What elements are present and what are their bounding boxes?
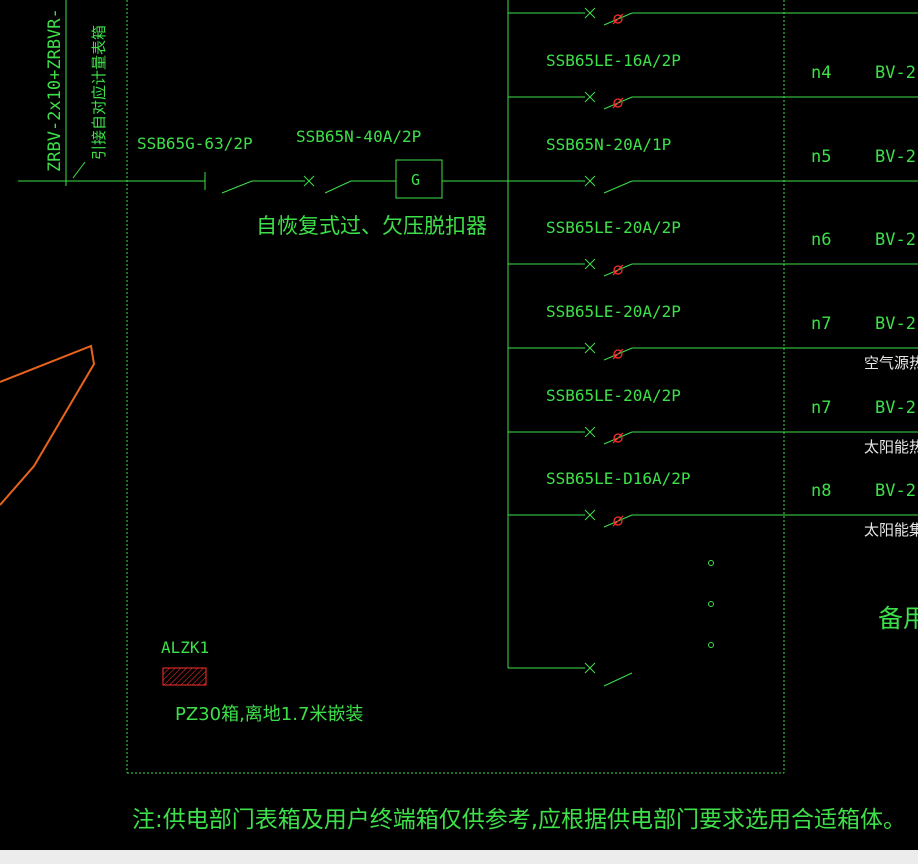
- branch-circuits: [508, 7, 918, 687]
- circuit-cable: BV-2: [875, 314, 916, 334]
- branch-1-rcd-slash: [612, 97, 624, 109]
- incoming-feeder: [18, 0, 205, 186]
- circuit-breaker-label: SSB65LE-16A/2P: [546, 51, 681, 70]
- branch-2: [508, 175, 918, 194]
- window-bottom-bar: [0, 850, 918, 864]
- branch-4-cross-b: [584, 342, 596, 354]
- protector-description: 自恢复式过、欠压脱扣器: [256, 214, 487, 238]
- circuit-number: n6: [811, 230, 832, 250]
- circuit-number: n8: [811, 481, 832, 501]
- circuit-cable: BV-2: [875, 147, 916, 167]
- branch-spare-cross-b: [584, 662, 596, 674]
- circuit-number: n7: [811, 398, 832, 418]
- branch-top: [508, 7, 918, 26]
- circuit-breaker-label: SSB65LE-20A/2P: [546, 302, 681, 321]
- circuit-breaker-label: SSB65N-20A/1P: [546, 135, 672, 154]
- incoming-source-note: 引接自对应计量表箱: [90, 24, 108, 160]
- branch-spare-switch: [603, 672, 633, 687]
- branch-1-cross-b: [584, 91, 596, 103]
- circuit-load-label: 太阳能集: [864, 521, 918, 539]
- circuit-number: n7: [811, 314, 832, 334]
- branch-6-rcd-mark: [613, 516, 623, 526]
- branch-6: [508, 509, 918, 528]
- branch-top-rcd-slash: [612, 13, 624, 25]
- protector-symbol-label: G: [411, 171, 421, 189]
- circuit-load-label: 空气源热: [864, 354, 918, 372]
- circuit-number: n4: [811, 63, 832, 83]
- branch-5-cross-b: [584, 426, 596, 438]
- circuit-cable: BV-2: [875, 63, 916, 83]
- circuit-breaker-label: SSB65LE-20A/2P: [546, 386, 681, 405]
- circuit-breaker-label: SSB65LE-20A/2P: [546, 218, 681, 237]
- branch-4-rcd-mark: [613, 349, 623, 359]
- orange-outline-shape: [0, 344, 96, 506]
- branch-5-rcd-slash: [612, 432, 624, 444]
- circuit-cable: BV-2: [875, 398, 916, 418]
- circuit-load-label: 太阳能热: [864, 438, 918, 456]
- distribution-box-symbol: [162, 667, 207, 686]
- circuit-number: n5: [811, 147, 832, 167]
- box-install-note: PZ30箱,离地1.7米嵌装: [175, 704, 364, 725]
- branch-5: [508, 426, 918, 445]
- branch-1: [508, 91, 918, 110]
- circuit-cable: BV-2: [875, 230, 916, 250]
- box-name: ALZK1: [161, 638, 210, 657]
- enclosure-border: [126, 0, 785, 774]
- circuit-breaker-label: SSB65LE-D16A/2P: [546, 469, 691, 488]
- branch-3-rcd-mark: [613, 265, 623, 275]
- branch-3-rcd-slash: [612, 264, 624, 276]
- spare-label: 备用: [878, 604, 918, 633]
- branch-top-rcd-mark: [613, 14, 623, 24]
- branch-4: [508, 342, 918, 361]
- branch-spare: [508, 662, 633, 687]
- branch-3: [508, 258, 918, 277]
- branch-5-rcd-mark: [613, 433, 623, 443]
- branch-3-cross-b: [584, 258, 596, 270]
- branch-6-cross-b: [584, 509, 596, 521]
- branch-1-rcd-mark: [613, 98, 623, 108]
- protector-breaker-label: SSB65N-40A/2P: [296, 127, 422, 146]
- footnote: 注:供电部门表箱及用户终端箱仅供参考,应根据供电部门要求选用合适箱体。: [132, 807, 907, 833]
- branch-2-cross-b: [584, 175, 596, 187]
- circuit-cable: BV-2: [875, 481, 916, 501]
- branch-top-cross-b: [584, 7, 596, 19]
- main-breaker-label: SSB65G-63/2P: [137, 134, 253, 153]
- branch-2-switch: [603, 180, 633, 194]
- main-breaker-symbol: [204, 159, 508, 199]
- branch-6-rcd-slash: [612, 515, 624, 527]
- branch-4-rcd-slash: [612, 348, 624, 360]
- incoming-cable-label: ZRBV-2x10+ZRBVR-: [45, 8, 65, 172]
- spare-dots: [708, 560, 714, 648]
